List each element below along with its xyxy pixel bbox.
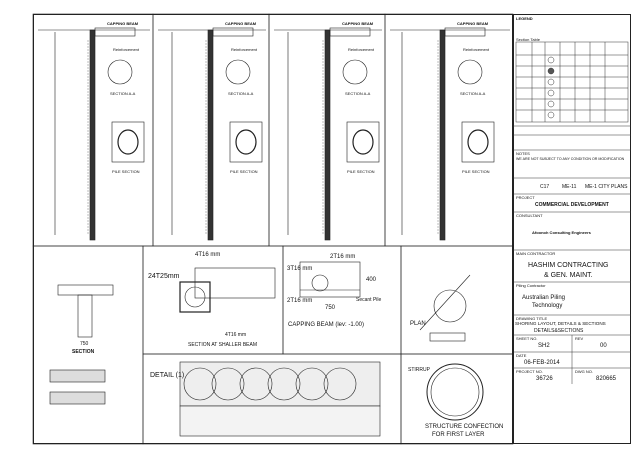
detail-left-dim-750: 750 (80, 341, 89, 347)
ref-2: ME-11 (562, 184, 577, 190)
mid-top-dim: 4T16 mm (195, 252, 221, 258)
cb-caption: CAPPING BEAM (lev: -1.00) (288, 322, 365, 328)
legend-label: LEGEND (516, 16, 533, 21)
section-label-1: SECTION A-A (110, 91, 136, 96)
cb-bottom-bar: 2T16 mm (287, 298, 313, 304)
proj-no-label: PROJECT NO. (516, 369, 543, 374)
pile-section-label-1: PILE SECTION (112, 169, 140, 174)
capping-beam-label-3: CAPPING BEAM (342, 21, 374, 26)
drawing-frame (33, 14, 513, 444)
cb-width: 750 (325, 305, 336, 311)
plan-label: PLAN (410, 321, 426, 327)
pile-section-label-3: PILE SECTION (347, 169, 375, 174)
mid-caption: SECTION AT SHALLER BEAM (188, 342, 258, 348)
ref-1: C17 (540, 184, 550, 190)
cb-mid-bar: 3T16 mm (287, 266, 313, 272)
cb-top-bar: 2T16 mm (330, 254, 356, 260)
stirrup-caption-2: FOR FIRST LAYER (432, 432, 485, 438)
dwg-no: 820665 (596, 376, 617, 382)
drawing-title-1: SHORING LAYOUT, DETAILS & SECTIONS (515, 321, 606, 326)
reinforcement-label-1: Reinforcement (113, 47, 140, 52)
consultant-label: CONSULTANT (516, 213, 543, 218)
schedule-label: Section Table (516, 37, 540, 42)
cb-height: 400 (366, 277, 377, 283)
notes-label: NOTES (516, 151, 530, 156)
mid-bottom-dim: 4T16 mm (225, 332, 247, 338)
detail-left-section-label: SECTION (72, 349, 95, 355)
sheet-label: SHEET NO. (516, 336, 538, 341)
contractor-name-1: HASHIM CONTRACTING (528, 262, 609, 269)
reinforcement-label-3: Reinforcement (348, 47, 375, 52)
drawing-title-label: DRAWING TITLE (516, 316, 548, 321)
date-label: DATE (516, 353, 527, 358)
notes-text: WE ARE NOT SUBJECT TO ANY CONDITION OR M… (516, 157, 625, 161)
proj-no: 36726 (536, 376, 553, 382)
reinforcement-label-2: Reinforcement (231, 47, 258, 52)
mid-side-dim: 24T25mm (148, 273, 180, 280)
project-name: COMMERCIAL DEVELOPMENT (535, 202, 609, 208)
capping-beam-label-4: CAPPING BEAM (457, 21, 489, 26)
contractor-name-2: & GEN. MAINT. (544, 272, 593, 279)
sheet-no: SH2 (538, 343, 550, 349)
capping-beam-label-1: CAPPING BEAM (107, 21, 139, 26)
detail-bottom-label: DETAIL (1) (150, 372, 185, 379)
contractor-label: MAIN CONTRACTOR (516, 251, 556, 256)
title-block (513, 14, 631, 444)
date-value: 06-FEB-2014 (524, 360, 560, 366)
rev-label: REV (575, 336, 584, 341)
ref-3: ME-1 CITY PLANS (585, 184, 628, 190)
piling-name-2: Technology (532, 303, 563, 309)
drawing-title-2: DETAILS&SECTIONS (534, 328, 584, 334)
piling-name-1: Australian Piling (522, 295, 566, 301)
cb-pile-label: Secant Pile (356, 297, 382, 303)
stirrup-label: STIRRUP (408, 367, 430, 373)
consultant-name: Afoonoh Consulting Engineers (532, 230, 591, 235)
section-label-3: SECTION A-A (345, 91, 371, 96)
rev-no: 00 (600, 343, 607, 349)
project-label: PROJECT (516, 195, 535, 200)
section-label-2: SECTION A-A (228, 91, 254, 96)
dwg-no-label: DWG NO. (575, 369, 593, 374)
section-label-4: SECTION A-A (460, 91, 486, 96)
pile-section-label-2: PILE SECTION (230, 169, 258, 174)
capping-beam-label-2: CAPPING BEAM (225, 21, 257, 26)
reinforcement-label-4: Reinforcement (463, 47, 490, 52)
stirrup-caption-1: STRUCTURE CONFECTION (425, 424, 504, 430)
pile-section-label-4: PILE SECTION (462, 169, 490, 174)
piling-label: Piling Contractor (516, 283, 546, 288)
